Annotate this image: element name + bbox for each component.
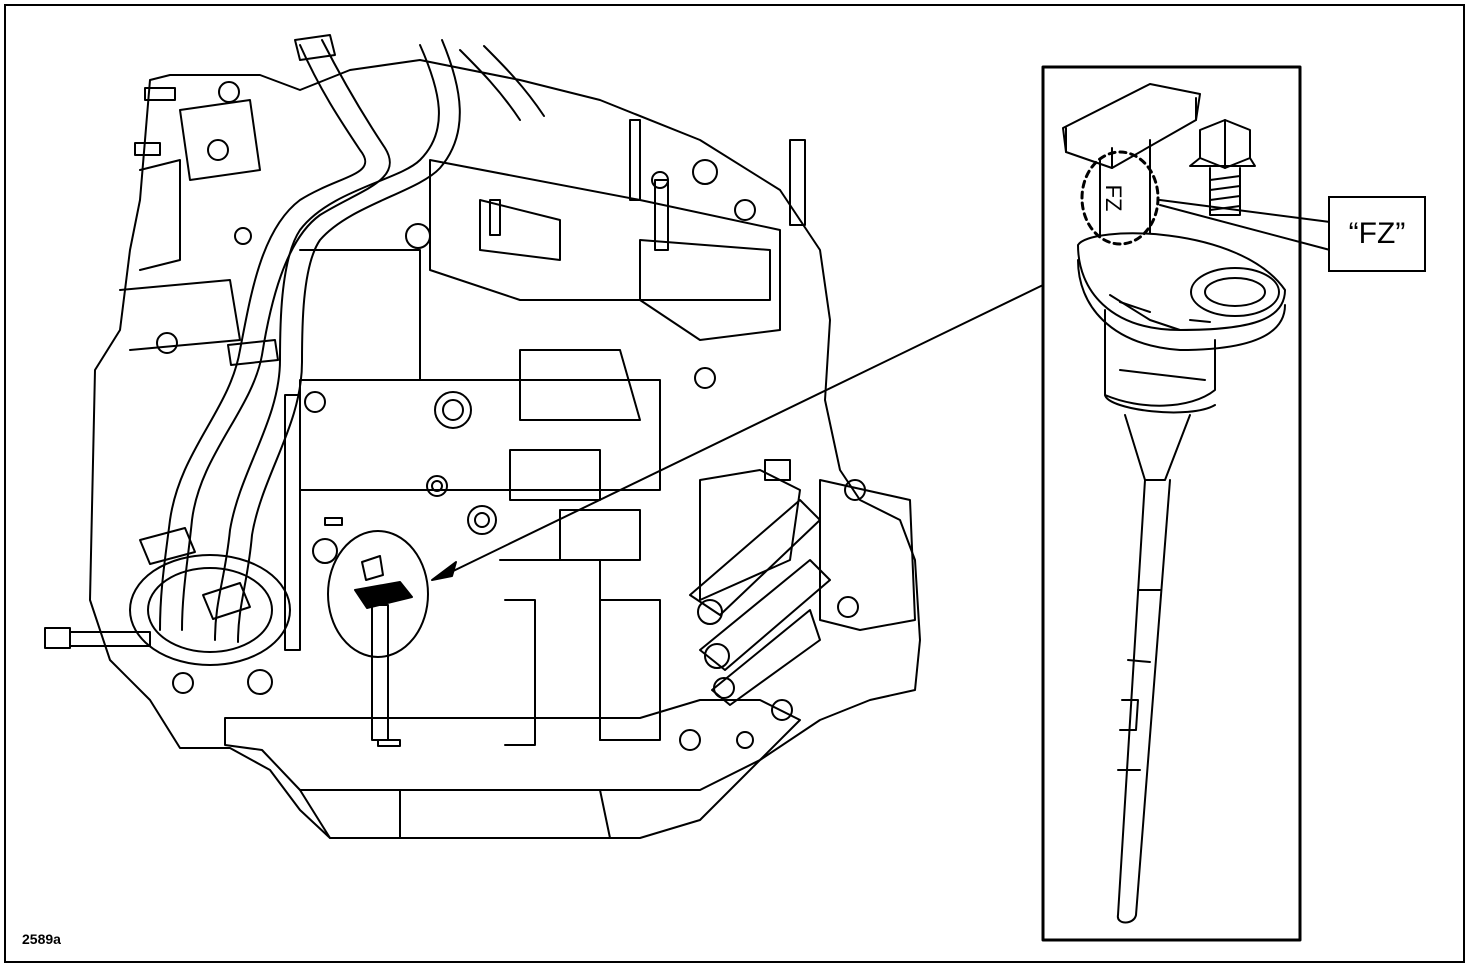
inset-detail-box (1041, 65, 1331, 942)
fasteners (44, 81, 866, 751)
cooler-hoses (139, 34, 545, 643)
callout-leader (1159, 199, 1331, 223)
dipstick-handle (1062, 83, 1201, 246)
leader-arrow (431, 284, 1044, 581)
callout-label-box: “FZ” (1328, 196, 1426, 272)
callout-label: “FZ” (1348, 217, 1406, 250)
marking-highlight-circle (1080, 150, 1160, 246)
oil-filter (129, 554, 291, 666)
shift-linkage (284, 394, 831, 706)
dipstick-location (327, 530, 429, 747)
dipstick-collar (1077, 232, 1286, 414)
transmission-housing (89, 59, 921, 839)
figure-reference-code: 2589a (22, 931, 61, 947)
engraved-marking: FZ (1101, 185, 1126, 212)
dipstick-blade (1116, 414, 1191, 924)
bolt-icon (1189, 119, 1256, 216)
